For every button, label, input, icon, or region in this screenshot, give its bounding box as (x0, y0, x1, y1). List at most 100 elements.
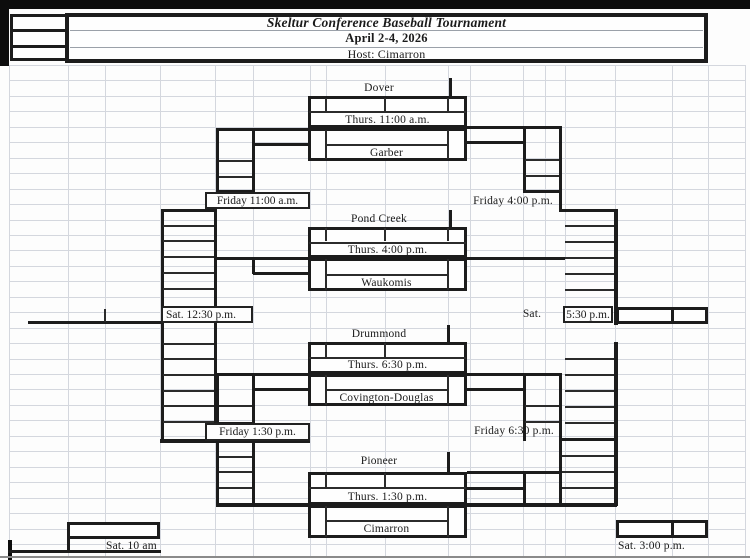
grid-row-line (9, 80, 745, 82)
grid-column-line (68, 65, 69, 557)
bracket-line (614, 342, 618, 506)
bracket-line (325, 375, 327, 405)
bracket-line (163, 288, 214, 290)
bracket-line (325, 343, 327, 357)
bracket-line (161, 209, 217, 212)
grid-row-line (9, 543, 745, 545)
tournament-host: Host: Cimarron (347, 46, 426, 61)
bracket-line (309, 487, 466, 489)
bracket-line (565, 422, 614, 424)
scan-bottom-edge (0, 556, 750, 558)
game2-team1: Pond Creek (351, 213, 407, 225)
bracket-line (565, 406, 614, 408)
bracket-line (523, 190, 562, 193)
bracket-line (565, 289, 614, 291)
bracket-line (560, 209, 618, 212)
bracket-line (163, 358, 214, 360)
bracket-line (163, 225, 214, 227)
bracket-line (219, 160, 252, 162)
bracket-line (562, 471, 614, 473)
bracket-line (215, 257, 310, 260)
championship-time-text: 5:30 p.m. (566, 308, 610, 321)
bracket-line (525, 159, 559, 161)
bracket-line (565, 225, 614, 227)
grid-row-line (9, 312, 745, 314)
bracket-line (525, 405, 559, 407)
tournament-dates: April 2-4, 2026 (345, 31, 428, 45)
bracket-line (523, 126, 526, 193)
bracket-line (562, 455, 614, 457)
bracket-line (163, 272, 214, 274)
grid-row-line (9, 435, 745, 437)
header-corner-divider (10, 29, 68, 32)
winners-semi2-label: Friday 6:30 p.m. (474, 424, 554, 437)
bracket-line (219, 487, 252, 489)
bracket-line (447, 452, 450, 472)
bracket-line (325, 130, 327, 159)
scan-left-edge (0, 9, 9, 66)
grid-column-line (523, 65, 524, 557)
bracket-line (326, 144, 447, 146)
bracket-line (384, 228, 386, 241)
bracket-line (565, 358, 614, 360)
grid-row-line (9, 327, 745, 329)
bracket-line (253, 388, 310, 391)
bracket-line (219, 176, 252, 178)
bracket-line (562, 487, 614, 489)
bracket-line (216, 441, 219, 506)
championship-time-label: 5:30 p.m. (563, 306, 613, 323)
losers-semi2-text: Friday 1:30 p.m. (219, 426, 296, 438)
losers-final-label: Sat. 10 am (106, 540, 157, 552)
game3-team2: Covington-Douglas (339, 391, 434, 404)
bracket-line (253, 272, 310, 275)
grid-row-line (9, 65, 745, 66)
bracket-line (219, 471, 252, 473)
bracket-line (326, 274, 447, 276)
game3-team1: Drummond (351, 328, 407, 340)
bracket-line (384, 98, 386, 111)
bracket-line (559, 126, 562, 212)
bracket-line (252, 373, 255, 425)
bracket-line (326, 389, 447, 391)
bracket-line (163, 343, 214, 345)
bracket-line (252, 257, 255, 274)
bracket-line (523, 471, 526, 505)
header-row-divider (70, 30, 703, 31)
third-place-label: Sat. 3:00 p.m. (618, 540, 686, 552)
grid-row-line (9, 296, 745, 298)
consolation-final-text: Sat. 12:30 p.m. (166, 308, 236, 321)
bracket-line (163, 374, 214, 376)
bracket-line (467, 471, 562, 474)
bracket-line (160, 439, 310, 443)
grid-row-line (9, 451, 745, 453)
bracket-line (467, 126, 562, 129)
grid-column-line (545, 65, 546, 557)
bracket-line (163, 240, 214, 242)
grid-column-line (708, 65, 709, 557)
bracket-line (252, 128, 255, 193)
bracket-line (8, 550, 161, 553)
bracket-line (565, 374, 614, 376)
bracket-line (325, 228, 327, 241)
bracket-line (449, 78, 452, 98)
bracket-line (253, 143, 310, 146)
bracket-line (565, 257, 614, 259)
bracket-box (616, 520, 708, 538)
grid-column-line (253, 65, 254, 557)
grid-column-line (310, 65, 311, 557)
bracket-line (28, 321, 162, 324)
bracket-line (217, 373, 310, 376)
bracket-line (161, 209, 164, 442)
winners-semi1-label: Friday 4:00 p.m. (473, 194, 553, 207)
grid-row-line (9, 188, 745, 190)
bracket-line (525, 421, 559, 423)
header-corner-divider (10, 45, 68, 48)
grid-row-line (9, 204, 745, 206)
championship-day-label: Sat. (522, 308, 542, 320)
bracket-line (565, 390, 614, 392)
losers-semi1-text: Friday 11:00 a.m. (216, 194, 299, 207)
bracket-line (216, 128, 219, 193)
game1-team1: Dover (364, 82, 394, 94)
game4-time: Thurs. 1:30 p.m. (347, 490, 428, 503)
